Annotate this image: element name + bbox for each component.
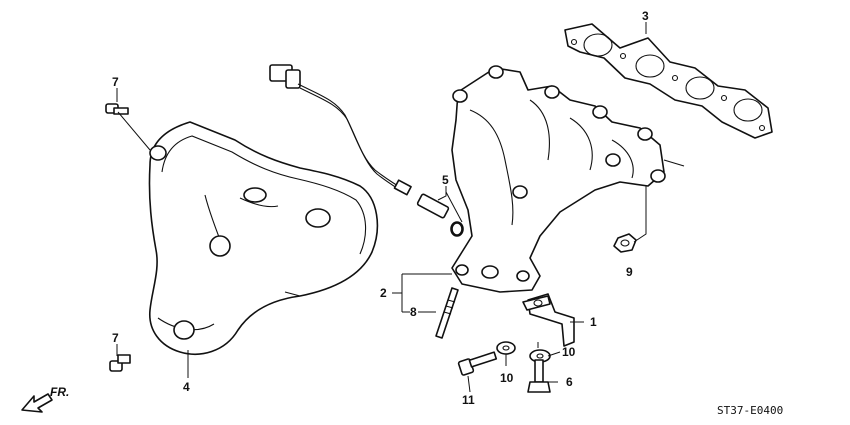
- nut-9: [613, 233, 637, 253]
- heat-shield: [148, 121, 379, 355]
- diagram-code: ST37-E0400: [717, 404, 783, 417]
- callout-5: 5: [442, 173, 449, 187]
- callout-11: 11: [462, 393, 475, 407]
- front-direction-arrow: [21, 393, 53, 413]
- callout-8: 8: [410, 305, 417, 319]
- exhaust-manifold: [451, 65, 685, 293]
- direction-label: FR.: [50, 385, 69, 399]
- oxygen-sensor: [269, 64, 464, 237]
- washer-10-right: [529, 349, 551, 363]
- callout-6: 6: [566, 375, 573, 389]
- bolt-7-top: [105, 103, 151, 151]
- leader-lines: [116, 22, 647, 393]
- callout-9: 9: [626, 265, 633, 279]
- callout-3: 3: [642, 9, 649, 23]
- manifold-bracket: [522, 293, 575, 347]
- bolt-11: [457, 351, 498, 376]
- arrow-icon: [21, 393, 53, 413]
- sensor-seal: [451, 222, 463, 236]
- washer-10-left: [496, 341, 516, 355]
- callout-7-bottom: 7: [112, 331, 119, 345]
- callout-10-right: 10: [562, 345, 576, 359]
- bolt-6: [527, 359, 551, 393]
- callout-7-top: 7: [112, 75, 119, 89]
- callout-2: 2: [380, 286, 387, 300]
- stud: [435, 287, 459, 339]
- callout-10-left: 10: [500, 371, 514, 385]
- callout-1: 1: [590, 315, 597, 329]
- callout-4: 4: [183, 380, 190, 394]
- manifold-gasket: [564, 23, 773, 139]
- bolt-7-bottom: [109, 354, 131, 372]
